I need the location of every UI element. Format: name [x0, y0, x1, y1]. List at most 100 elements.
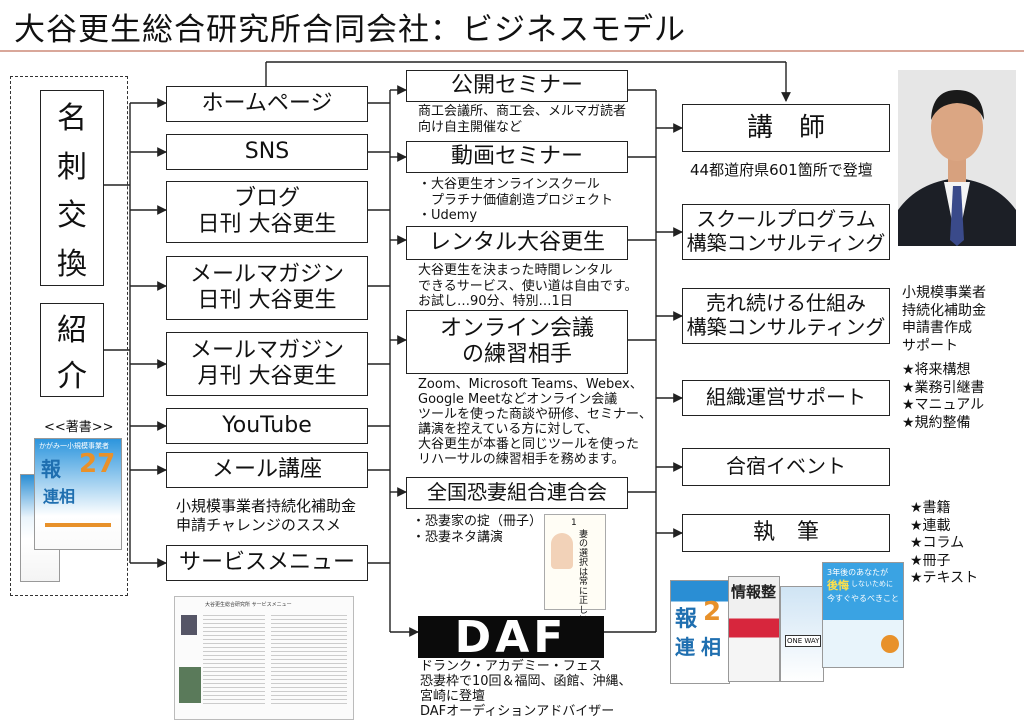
- result-label: スクールプログラム: [696, 207, 876, 232]
- service-label: オンライン会議: [439, 316, 594, 342]
- note-line: ・大谷更生オンラインスクール: [418, 177, 600, 192]
- service-sublabel: の練習相手: [461, 342, 572, 367]
- service-doc-title: 大谷更生総合研究所 サービスメニュー: [205, 602, 292, 608]
- result-label: 合宿イベント: [726, 454, 846, 479]
- note-line: リハーサルの練習相手を務めます。: [418, 451, 625, 467]
- note-line: 恐妻枠で10回＆福岡、函館、沖縄、: [420, 673, 632, 689]
- result-writing[interactable]: 執 筆: [682, 514, 890, 552]
- result-school-program[interactable]: スクールプログラム 構築コンサルティング: [682, 204, 890, 260]
- note-line: 小規模事業者: [902, 285, 986, 301]
- channel-homepage[interactable]: ホームページ: [166, 86, 368, 122]
- service-online-practice[interactable]: オンライン会議 の練習相手: [406, 310, 628, 374]
- kyosai-note: ・恐妻家の掟（冊子） ・恐妻ネタ講演: [412, 514, 542, 545]
- note-line: 講演を控えている方に対して、: [418, 421, 599, 437]
- result-sales-system[interactable]: 売れ続ける仕組み 構築コンサルティング: [682, 288, 890, 344]
- entry-char: 介: [57, 359, 87, 394]
- service-kyosai-union[interactable]: 全国恐妻組合連合会: [406, 477, 628, 509]
- result-label: 組織運営サポート: [706, 385, 866, 410]
- note-line: 申請チャレンジのススメ: [176, 515, 341, 534]
- note-line: ★コラム: [910, 535, 965, 551]
- result-label: 講 師: [746, 112, 825, 143]
- mail-course-note: 小規模事業者持続化補助金 申請チャレンジのススメ: [176, 497, 356, 535]
- entry-char: 紹: [57, 313, 87, 348]
- book-caption: <<著書>>: [44, 420, 114, 435]
- daf-logo: DAF: [418, 612, 604, 663]
- title-underline: [0, 50, 1024, 52]
- daf-note: ドランク・アカデミー・フェス 恐妻枠で10回＆福岡、函館、沖縄、 宮崎に登壇 D…: [420, 659, 632, 720]
- book-cover-top: かがみ一小規模事業者: [39, 442, 109, 450]
- service-rental[interactable]: レンタル大谷更生: [406, 226, 628, 260]
- note-line: ・Udemy: [418, 208, 478, 224]
- book4-text: しないために: [851, 580, 893, 588]
- note-line: 大谷更生が本番と同じツールを使った: [418, 436, 640, 452]
- channel-sns[interactable]: SNS: [166, 134, 368, 170]
- channel-label: メールマガジン: [189, 262, 344, 288]
- book1-text: 報: [675, 607, 698, 632]
- doc-photo: [179, 667, 201, 703]
- note-line: 宮崎に登壇: [420, 688, 486, 704]
- channel-sublabel: 日刊 大谷更生: [197, 288, 337, 313]
- entry-char: 交: [57, 198, 87, 234]
- note-line: ★規約整備: [902, 414, 971, 431]
- channel-label: サービスメニュー: [178, 550, 355, 576]
- entry-business-card: 名 刺 交 換: [40, 90, 104, 286]
- note-line: 小規模事業者持続化補助金: [176, 497, 357, 515]
- note-line: ・恐妻ネタ講演: [412, 529, 504, 545]
- book-cover-2: 情報整: [728, 576, 780, 682]
- online-practice-note: Zoom、Microsoft Teams、Webex、 Google Meetな…: [418, 377, 652, 468]
- entry-referral: 紹 介: [40, 303, 104, 397]
- org-support-note: ★将来構想 ★業務引継書 ★マニュアル ★規約整備: [902, 362, 985, 432]
- note-line: DAFオーディションアドバイザー: [420, 703, 615, 719]
- result-sublabel: 構築コンサルティング: [686, 315, 886, 339]
- writing-note: ★書籍 ★連載 ★コラム ★冊子 ★テキスト: [910, 500, 978, 588]
- service-label: レンタル大谷更生: [428, 230, 605, 256]
- result-label: 執 筆: [752, 520, 819, 546]
- result-camp-event[interactable]: 合宿イベント: [682, 448, 890, 486]
- note-line: 大谷更生を決まった時間レンタル: [418, 263, 613, 278]
- channel-blog[interactable]: ブログ 日刊 大谷更生: [166, 181, 368, 243]
- note-line: ドランク・アカデミー・フェス: [420, 659, 602, 674]
- result-lecturer[interactable]: 講 師: [682, 104, 890, 152]
- page-title: 大谷更生総合研究所合同会社：ビジネスモデル: [14, 12, 686, 48]
- book1-text: 連: [675, 635, 695, 659]
- lecturer-note: 44都道府県601箇所で登壇: [690, 161, 873, 179]
- channel-service-menu[interactable]: サービスメニュー: [166, 545, 368, 581]
- service-label: 公開セミナー: [450, 73, 583, 99]
- note-line: ★業務引継書: [902, 379, 985, 396]
- doc-text-block: [203, 615, 265, 705]
- channel-sublabel: 日刊 大谷更生: [197, 212, 337, 237]
- note-line: 向け自主開催など: [418, 119, 523, 135]
- booklet-text: 妻の選択は常に正しい: [579, 530, 589, 624]
- book3-text: ONE WAY: [785, 635, 822, 647]
- sales-note: 小規模事業者 持続化補助金 申請書作成 サポート: [902, 285, 986, 355]
- channel-youtube[interactable]: YouTube: [166, 408, 368, 444]
- book1-text: 相: [701, 635, 721, 659]
- booklet-number: 1: [571, 518, 577, 528]
- note-line: ★冊子: [910, 552, 951, 569]
- service-public-seminar[interactable]: 公開セミナー: [406, 70, 628, 102]
- note-line: ★テキスト: [910, 570, 979, 586]
- book4-text: 後悔: [827, 579, 849, 592]
- public-seminar-note: 商工会議所、商工会、メルマガ読者 向け自主開催など: [418, 104, 626, 135]
- service-label: 動画セミナー: [450, 144, 583, 170]
- entry-char: 換: [57, 246, 87, 282]
- channel-mailmag-monthly[interactable]: メールマガジン 月刊 大谷更生: [166, 332, 368, 396]
- channel-label: ブログ: [233, 186, 300, 212]
- rental-note: 大谷更生を決まった時間レンタル できるサービス、使い道は自由です。 お試し…90…: [418, 263, 637, 310]
- left-dashed-panel: [10, 76, 128, 596]
- entry-char: 名: [57, 101, 87, 137]
- book4-text: 今すぐやるべきこと: [827, 594, 899, 603]
- note-line: ★マニュアル: [902, 397, 985, 413]
- channel-label: SNS: [244, 139, 290, 165]
- service-video-seminar[interactable]: 動画セミナー: [406, 141, 628, 173]
- channel-mailmag-daily[interactable]: メールマガジン 日刊 大谷更生: [166, 256, 368, 320]
- book-thumbnail-cover: かがみ一小規模事業者 報 27 連相: [34, 438, 122, 550]
- book-cover-4: 3年後のあなたが 後悔 しないために 今すぐやるべきこと: [822, 562, 904, 668]
- book1-text: 2: [703, 597, 722, 627]
- portrait-illustration: [898, 90, 1016, 246]
- result-org-support[interactable]: 組織運営サポート: [682, 380, 890, 416]
- book-cover-big3: 連相: [43, 487, 76, 506]
- service-menu-document: 大谷更生総合研究所 サービスメニュー: [174, 596, 354, 720]
- note-line: ツールを使った商談や研修、セミナー、: [418, 406, 652, 422]
- channel-mail-course[interactable]: メール講座: [166, 452, 368, 488]
